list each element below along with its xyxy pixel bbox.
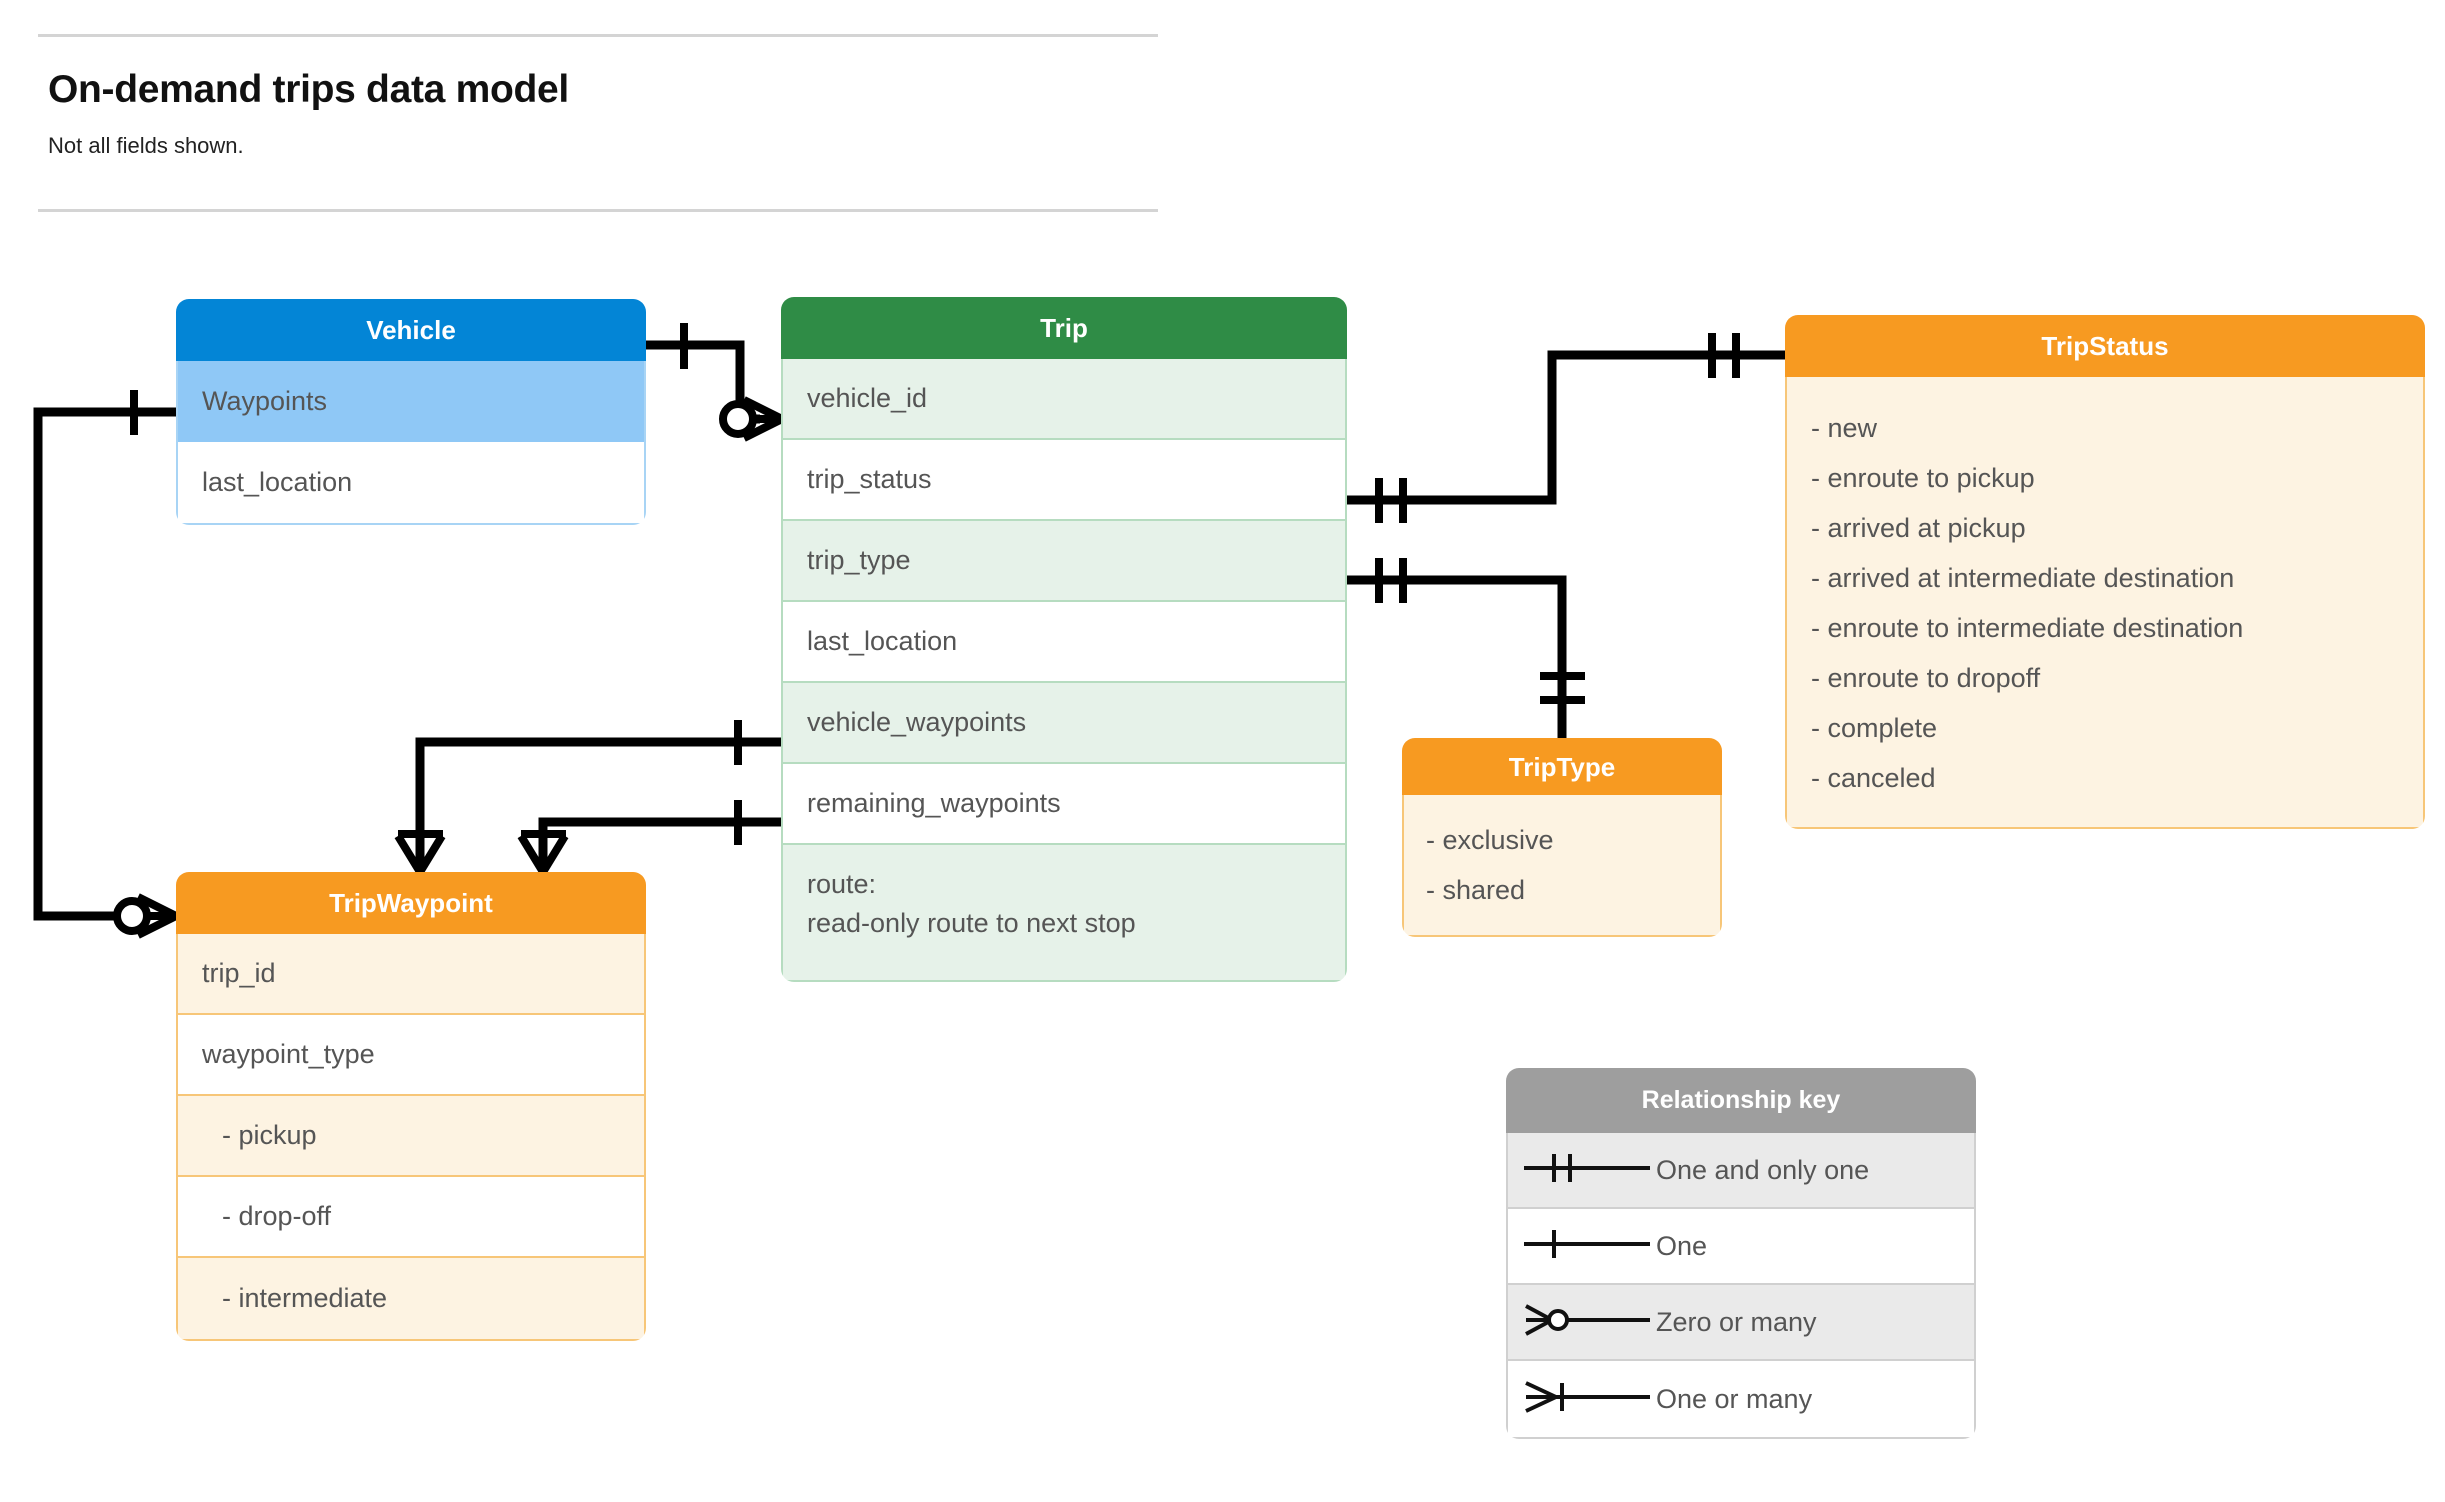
field-row[interactable]: trip_id — [178, 934, 644, 1015]
legend-row: One — [1508, 1209, 1974, 1285]
one-icon — [1508, 1224, 1656, 1269]
enum-item: - new — [1811, 413, 1878, 443]
legend-row: One and only one — [1508, 1133, 1974, 1209]
relationship-key-legend: Relationship key One and only one — [1506, 1068, 1976, 1439]
field-row[interactable]: - intermediate — [178, 1258, 644, 1339]
legend-row: One or many — [1508, 1361, 1974, 1437]
field-row[interactable]: - pickup — [178, 1096, 644, 1177]
field-row[interactable]: remaining_waypoints — [783, 764, 1345, 845]
entity-tripwaypoint-fields: trip_id waypoint_type - pickup - drop-of… — [176, 934, 646, 1341]
one-and-only-one-icon — [1508, 1148, 1656, 1193]
legend-label: One and only one — [1656, 1154, 1870, 1185]
legend-label: One or many — [1656, 1383, 1813, 1414]
entity-tripstatus-values: - new - enroute to pickup - arrived at p… — [1785, 377, 2425, 829]
entity-tripstatus[interactable]: TripStatus - new - enroute to pickup - a… — [1785, 315, 2425, 829]
entity-vehicle-fields: Waypoints last_location — [176, 361, 646, 525]
enum-item: - shared — [1426, 875, 1526, 905]
page-subtitle: Not all fields shown. — [48, 133, 244, 158]
entity-tripwaypoint[interactable]: TripWaypoint trip_id waypoint_type - pic… — [176, 872, 646, 1341]
field-row[interactable]: Waypoints — [178, 361, 644, 442]
one-or-many-icon — [1508, 1377, 1656, 1422]
entity-triptype-title: TripType — [1402, 738, 1722, 795]
enum-item: - enroute to dropoff — [1811, 663, 2041, 693]
zero-or-many-icon — [1508, 1300, 1656, 1345]
enum-item: - complete — [1811, 713, 1938, 743]
legend-row: Zero or many — [1508, 1285, 1974, 1361]
field-row[interactable]: trip_type — [783, 521, 1345, 602]
enum-item: - enroute to pickup — [1811, 463, 2035, 493]
entity-triptype[interactable]: TripType - exclusive - shared — [1402, 738, 1722, 937]
field-row[interactable]: last_location — [783, 602, 1345, 683]
entity-trip[interactable]: Trip vehicle_id trip_status trip_type la… — [781, 297, 1347, 982]
legend-title: Relationship key — [1506, 1068, 1976, 1133]
field-row[interactable]: vehicle_id — [783, 359, 1345, 440]
entity-trip-fields: vehicle_id trip_status trip_type last_lo… — [781, 359, 1347, 982]
entity-tripwaypoint-title: TripWaypoint — [176, 872, 646, 934]
entity-trip-title: Trip — [781, 297, 1347, 359]
field-row[interactable]: trip_status — [783, 440, 1345, 521]
enum-item: - enroute to intermediate destination — [1811, 613, 2244, 643]
entity-vehicle-title: Vehicle — [176, 299, 646, 361]
page-title: On-demand trips data model — [48, 68, 569, 111]
entity-vehicle[interactable]: Vehicle Waypoints last_location — [176, 299, 646, 525]
enum-item: - arrived at pickup — [1811, 513, 2026, 543]
legend-rows: One and only one One — [1506, 1133, 1976, 1439]
field-row[interactable]: waypoint_type — [178, 1015, 644, 1096]
enum-item: - arrived at intermediate destination — [1811, 563, 2235, 593]
header-divider-bottom — [38, 209, 1158, 212]
field-route-note: read-only route to next stop — [807, 908, 1136, 939]
field-row-route[interactable]: route: read-only route to next stop — [783, 845, 1345, 980]
entity-tripstatus-title: TripStatus — [1785, 315, 2425, 377]
field-row[interactable]: - drop-off — [178, 1177, 644, 1258]
enum-item: - exclusive — [1426, 825, 1554, 855]
field-row[interactable]: vehicle_waypoints — [783, 683, 1345, 764]
field-row[interactable]: last_location — [178, 442, 644, 523]
legend-label: Zero or many — [1656, 1306, 1817, 1337]
legend-label: One — [1656, 1230, 1708, 1261]
enum-item: - canceled — [1811, 763, 1936, 793]
header-divider-top — [38, 34, 1158, 37]
entity-triptype-values: - exclusive - shared — [1402, 795, 1722, 937]
field-route-label: route: — [807, 869, 877, 899]
